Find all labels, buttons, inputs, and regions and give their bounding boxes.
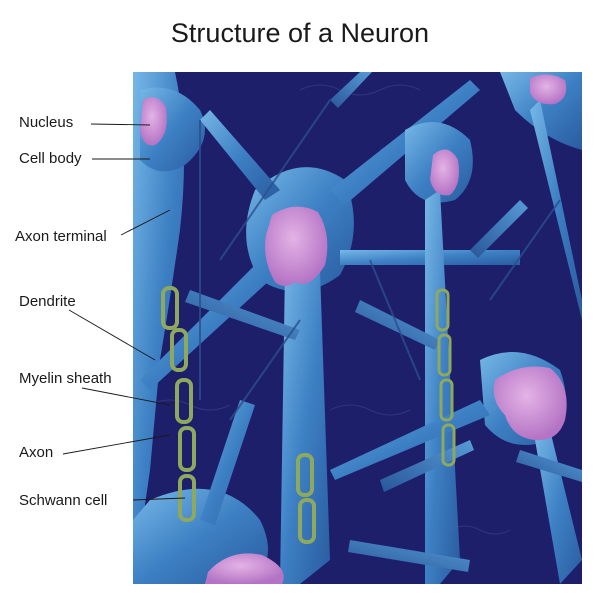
label-schwann-cell: Schwann cell xyxy=(19,492,108,509)
label-axon-terminal: Axon terminal xyxy=(15,228,107,245)
nucleus-center xyxy=(265,206,328,286)
dendrite-lines xyxy=(199,99,561,421)
diagram-title: Structure of a Neuron xyxy=(170,18,430,48)
leader-line-schwann-cell xyxy=(132,497,186,501)
leader-lines xyxy=(62,123,186,501)
label-myelin-sheath: Myelin sheath xyxy=(19,370,112,387)
myelin-sheath-center xyxy=(296,453,316,544)
nucleus-top-right xyxy=(530,74,567,105)
leader-line-axon xyxy=(62,434,171,455)
leader-line-myelin-sheath xyxy=(81,387,171,406)
nucleus-top-left xyxy=(140,97,167,146)
label-nucleus: Nucleus xyxy=(19,114,74,131)
nucleus-bottom xyxy=(205,553,284,584)
nucleus-lower-right xyxy=(493,366,567,441)
label-dendrite: Dendrite xyxy=(19,293,76,310)
label-axon: Axon xyxy=(19,444,54,461)
leader-line-dendrite xyxy=(68,309,156,361)
label-cell-body: Cell body xyxy=(19,150,82,167)
leader-line-nucleus xyxy=(90,123,151,126)
nuclei xyxy=(140,74,567,584)
myelin-sheath-right xyxy=(435,288,456,467)
nucleus-right xyxy=(430,149,459,196)
leader-line-axon-terminal xyxy=(120,209,171,236)
